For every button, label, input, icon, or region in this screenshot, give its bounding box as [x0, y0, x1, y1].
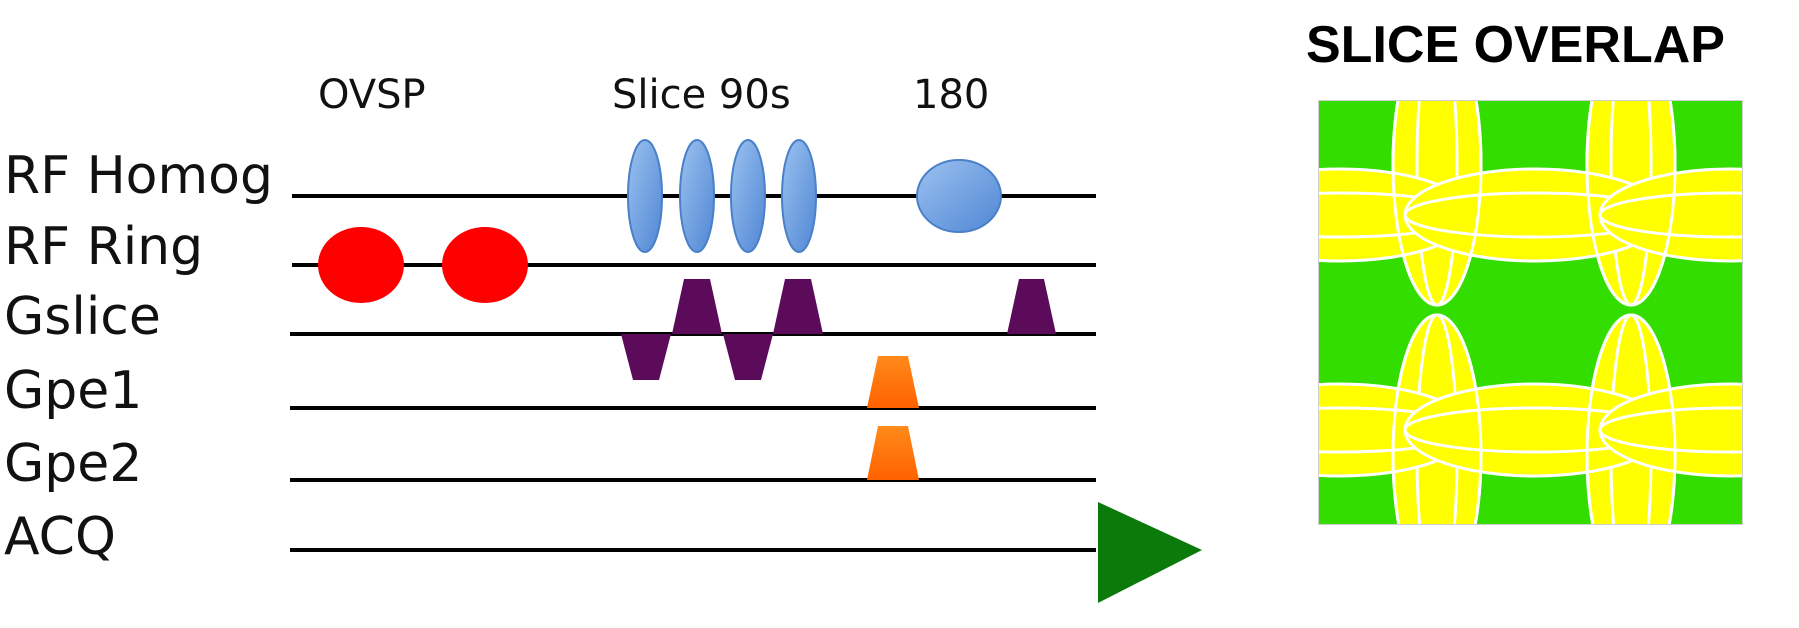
- ovsp-pulse-1: [318, 227, 404, 303]
- gslice-gradients: [621, 279, 1056, 380]
- acquisition-arrow-icon: [1098, 502, 1202, 603]
- row-label-gpe2: Gpe2: [4, 434, 142, 494]
- gpe2-lobe: [867, 426, 919, 480]
- gslice-lobe-crusher: [1007, 279, 1056, 334]
- gslice-lobe-negative-1: [621, 334, 671, 380]
- slice-90-pulse-4: [781, 139, 817, 253]
- refocus-180-pulse: [916, 159, 1002, 233]
- slice-90-pulse-2: [679, 139, 715, 253]
- gpe1-lobe: [867, 356, 919, 408]
- gslice-lobe-positive-1: [672, 279, 722, 334]
- slice-overlap-title: SLICE OVERLAP: [1306, 16, 1725, 74]
- rf-homog-pulses: [627, 139, 1002, 253]
- row-label-gslice: Gslice: [4, 287, 161, 347]
- section-label-ovsp: OVSP: [318, 72, 426, 118]
- row-label-gpe1: Gpe1: [4, 361, 142, 421]
- slice-90-pulse-1: [627, 139, 663, 253]
- section-label-slice-90s: Slice 90s: [612, 72, 791, 118]
- row-label-acq: ACQ: [4, 507, 116, 567]
- row-label-rf-homog: RF Homog: [4, 146, 273, 206]
- gpe-gradients: [867, 356, 919, 480]
- gslice-lobe-positive-2: [773, 279, 823, 334]
- rf-ring-pulses: [318, 227, 528, 303]
- slice-overlap-image: [1318, 100, 1743, 525]
- slice-90-pulse-3: [730, 139, 766, 253]
- section-label-180: 180: [913, 72, 989, 118]
- ovsp-pulse-2: [442, 227, 528, 303]
- row-label-rf-ring: RF Ring: [4, 217, 203, 277]
- gslice-lobe-negative-2: [723, 334, 773, 380]
